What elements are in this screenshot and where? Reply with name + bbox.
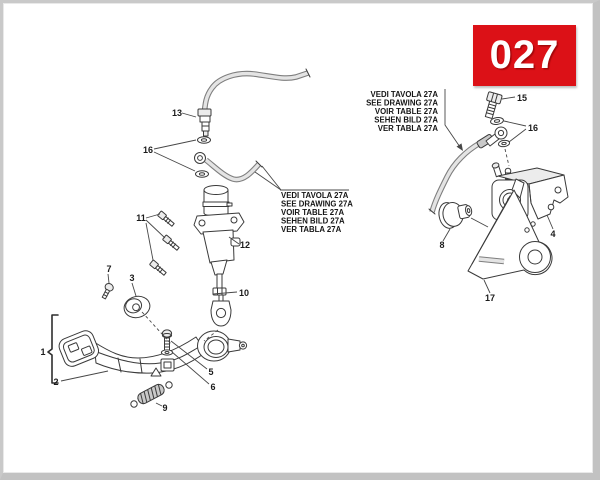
callout-13: 13 [172,108,182,118]
mounting-bolts-11 [149,210,180,276]
callout-5: 5 [208,367,213,377]
note-left: VEDI TAVOLA 27A SEE DRAWING 27A VOIR TAB… [254,165,353,234]
note-left-line: VEDI TAVOLA 27A [281,191,349,200]
washer-lower-right [497,139,511,148]
callout-1: 1 [40,347,45,357]
banjo-bolt-15 [484,91,503,119]
return-spring-9 [130,381,173,408]
washer-lower-left [195,170,209,178]
washer-upper-right [490,117,504,125]
callout-4: 4 [550,229,555,239]
note-left-line: SEHEN BILD 27A [281,217,345,226]
assembly-dashed-lines [141,311,219,346]
callout-11: 11 [136,213,146,223]
callout-2: 2 [53,377,58,387]
note-left-line: VOIR TABLE 27A [281,208,344,217]
boot-pointer-line [470,217,489,228]
brake-pedal [58,330,248,377]
caliper-dashed-line [504,148,510,167]
callout-10: 10 [239,288,249,298]
note-left-line: VER TABLA 27A [281,225,342,234]
callout-numbers: 1 2 3 4 5 6 7 8 9 10 11 12 13 15 16 16 1… [40,93,555,413]
note-right-line: VOIR TABLE 27A [375,107,438,116]
assembly-brace-1 [47,314,59,384]
brake-pipe-upper [201,68,311,118]
washer-upper-left [197,136,211,144]
callout-16-left: 16 [143,145,153,155]
pipe-fitting-13 [197,108,212,137]
adjuster-nut-6 [160,349,174,356]
note-right-line: SEE DRAWING 27A [366,99,438,108]
note-right-line: SEHEN BILD 27A [374,116,438,125]
page-number: 027 [489,33,560,77]
rubber-boot-8 [438,201,473,229]
page-number-badge: 027 [473,25,576,86]
leader-lines [60,96,554,407]
callout-12: 12 [240,240,250,250]
callout-9: 9 [162,403,167,413]
callout-7: 7 [106,264,111,274]
adjuster-bolt-5 [161,329,173,351]
pivot-cover-3 [123,295,151,319]
note-right-line: VEDI TAVOLA 27A [371,90,439,99]
pushrod-clevis-10 [210,273,232,327]
callout-8: 8 [439,240,444,250]
brake-hose-right [428,126,508,215]
caliper-bracket-17 [467,178,553,280]
callout-15: 15 [517,93,527,103]
callout-6: 6 [210,382,215,392]
callout-17: 17 [485,293,495,303]
callout-3: 3 [129,273,134,283]
note-left-line: SEE DRAWING 27A [281,200,353,209]
master-cylinder-12 [193,185,245,276]
screw-7 [101,283,114,300]
callout-16-right: 16 [528,123,538,133]
banjo-union-left [194,152,263,183]
note-right-line: VER TABLA 27A [378,124,439,133]
note-right: VEDI TAVOLA 27A SEE DRAWING 27A VOIR TAB… [366,89,463,151]
